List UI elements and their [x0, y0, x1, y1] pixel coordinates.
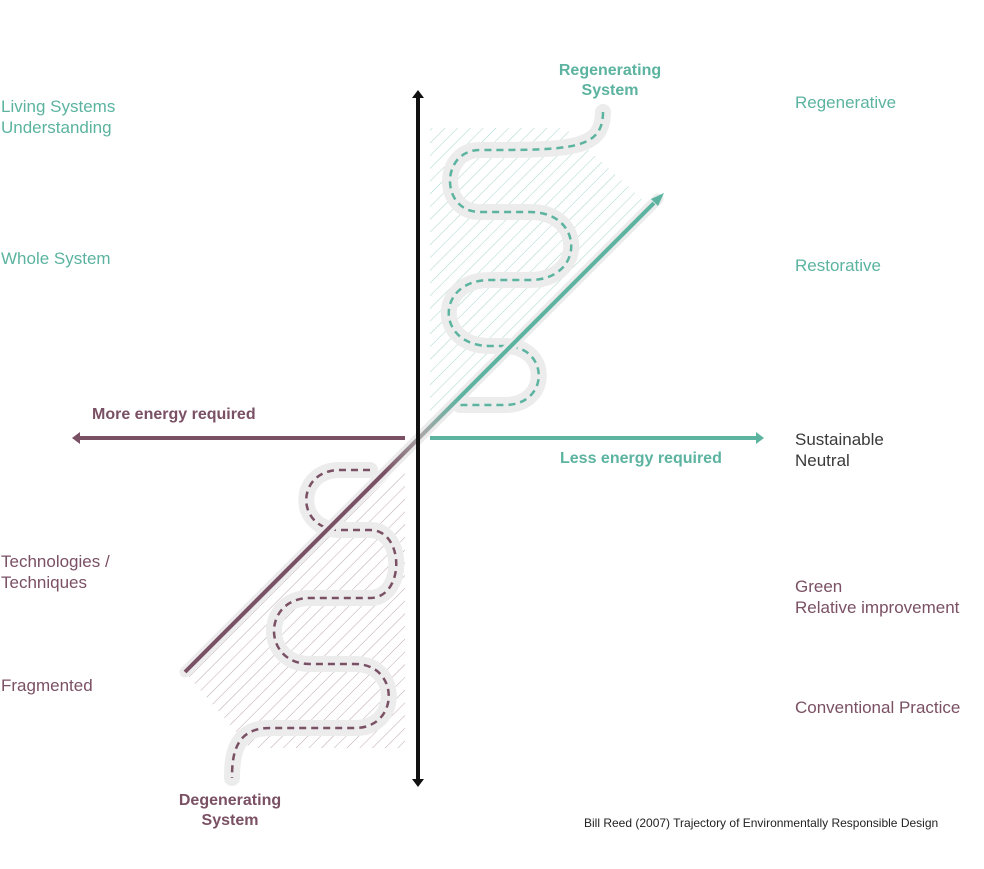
regenerative-label: Regenerative — [795, 93, 897, 112]
degenerating-line2: System — [201, 812, 259, 829]
conventional-practice-label: Conventional Practice — [795, 698, 961, 717]
living-systems-line1: Living Systems — [1, 97, 116, 116]
vertical-axis — [412, 90, 424, 787]
living-systems-line2: Understanding — [1, 118, 112, 137]
degenerating-wave-path — [224, 462, 405, 786]
degenerating-line1: Degenerating — [178, 792, 282, 809]
green-label: Green Relative improvement — [795, 576, 959, 618]
regenerating-line1: Regenerating — [558, 62, 662, 79]
living-systems-label: Living Systems Understanding — [1, 96, 115, 138]
green-line2: Relative improvement — [795, 598, 960, 617]
sustainable-label: Sustainable Neutral — [795, 429, 884, 471]
more-energy-arrow — [72, 432, 405, 444]
regenerating-line2: System — [581, 82, 639, 99]
technologies-line2: Techniques — [1, 573, 88, 592]
green-line1: Green — [795, 577, 843, 596]
regenerating-system-label: Regenerating System — [540, 61, 680, 101]
trajectory-diagonal-arrow — [179, 193, 664, 678]
restorative-label: Restorative — [795, 256, 881, 275]
whole-system-label: Whole System — [1, 249, 111, 268]
less-energy-label: Less energy required — [560, 450, 722, 467]
sustainable-line1: Sustainable — [795, 430, 884, 449]
less-energy-arrow — [430, 432, 764, 444]
sustainable-line2: Neutral — [795, 451, 850, 470]
more-energy-label: More energy required — [92, 406, 256, 423]
degenerating-system-label: Degenerating System — [160, 791, 300, 831]
source-credit: Bill Reed (2007) Trajectory of Environme… — [584, 816, 939, 830]
fragmented-label: Fragmented — [1, 676, 93, 695]
regenerating-wave-path — [440, 104, 611, 413]
technologies-label: Technologies / Techniques — [1, 551, 110, 593]
technologies-line1: Technologies / — [1, 552, 110, 571]
